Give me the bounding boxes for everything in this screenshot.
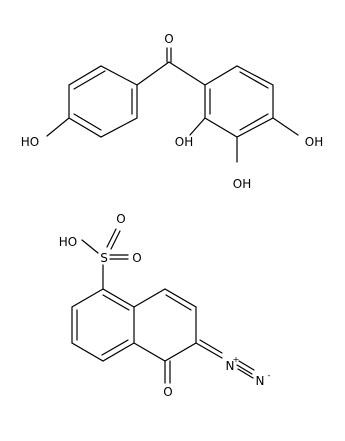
diazo-nitrogen-2-charge: - xyxy=(268,371,271,380)
quinone-diazide-ring xyxy=(133,288,255,384)
hydroxyl-3-label: OH xyxy=(233,177,251,191)
phenol-hydroxyl-label: HO xyxy=(21,135,39,149)
diazo-nitrogen-1-label: N xyxy=(226,359,235,373)
phenol-ring xyxy=(46,65,138,138)
diazo-nitrogen-1-charge: + xyxy=(233,355,240,364)
carbonyl-oxygen-label: O xyxy=(164,32,173,46)
diazo-nitrogen-2-label: N xyxy=(256,374,265,388)
sulfonyl-oxygen-top-label: O xyxy=(116,212,125,226)
sulfonyl-oxygen-right-label: O xyxy=(132,251,141,265)
carbonyl-group xyxy=(136,47,206,86)
diazonaphthoquinone-molecule: HO S O O N + N - O xyxy=(59,212,271,399)
benzophenone-molecule: O HO OH OH OH xyxy=(21,32,323,191)
hydroxyl-2-label: OH xyxy=(175,135,193,149)
sulfonic-hydroxyl-label: HO xyxy=(59,235,77,249)
hydroxyl-4-label: OH xyxy=(305,135,323,149)
sulfur-atom-label: S xyxy=(100,251,108,265)
sulfonic-acid-group xyxy=(81,228,129,290)
pyrogallol-ring xyxy=(189,65,299,163)
ketone-oxygen-label: O xyxy=(163,385,172,399)
naphthalene-aromatic-ring xyxy=(71,288,135,362)
